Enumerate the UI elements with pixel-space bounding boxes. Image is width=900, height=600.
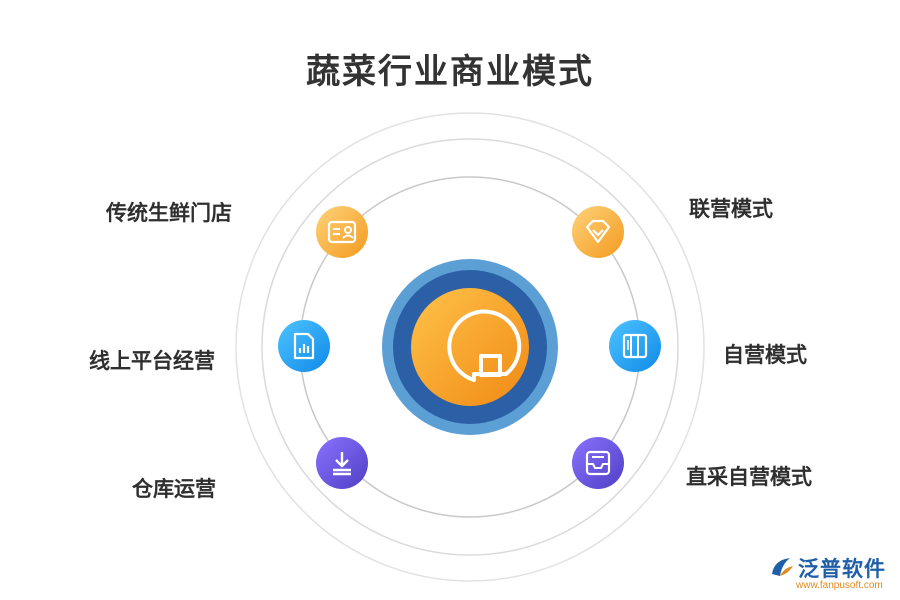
pie-chart-icon: [447, 309, 522, 382]
diamond-icon: [585, 219, 611, 244]
label-traditional-store: 传统生鲜门店: [106, 201, 232, 225]
outer-ring: [235, 112, 705, 582]
id-card-icon: [327, 220, 357, 244]
node-online-platform[interactable]: [278, 320, 330, 372]
document-chart-icon: [293, 332, 315, 360]
node-warehouse[interactable]: [316, 437, 368, 489]
page-title: 蔬菜行业商业模式: [306, 52, 594, 92]
node-self-operation[interactable]: [609, 320, 661, 372]
logo-name: 泛普软件: [798, 557, 886, 581]
node-traditional-store[interactable]: [316, 206, 368, 258]
download-tray-icon: [333, 452, 351, 476]
fanpu-logo-icon: [772, 558, 793, 576]
logo-url: www.fanpusoft.com: [796, 580, 883, 591]
node-direct-purchase[interactable]: [572, 437, 624, 489]
brand-logo: 泛普软件 www.fanpusoft.com: [768, 552, 896, 596]
inbox-icon: [585, 450, 611, 476]
label-joint-operation: 联营模式: [689, 197, 773, 221]
middle-ring: [261, 138, 679, 556]
label-online-platform: 线上平台经营: [89, 349, 215, 373]
label-direct-purchase: 直采自营模式: [686, 465, 812, 489]
cabinet-icon: [622, 333, 648, 359]
label-self-operation: 自营模式: [723, 343, 807, 367]
label-warehouse: 仓库运营: [132, 477, 216, 501]
center-core: [411, 288, 529, 406]
node-joint-operation[interactable]: [572, 206, 624, 258]
